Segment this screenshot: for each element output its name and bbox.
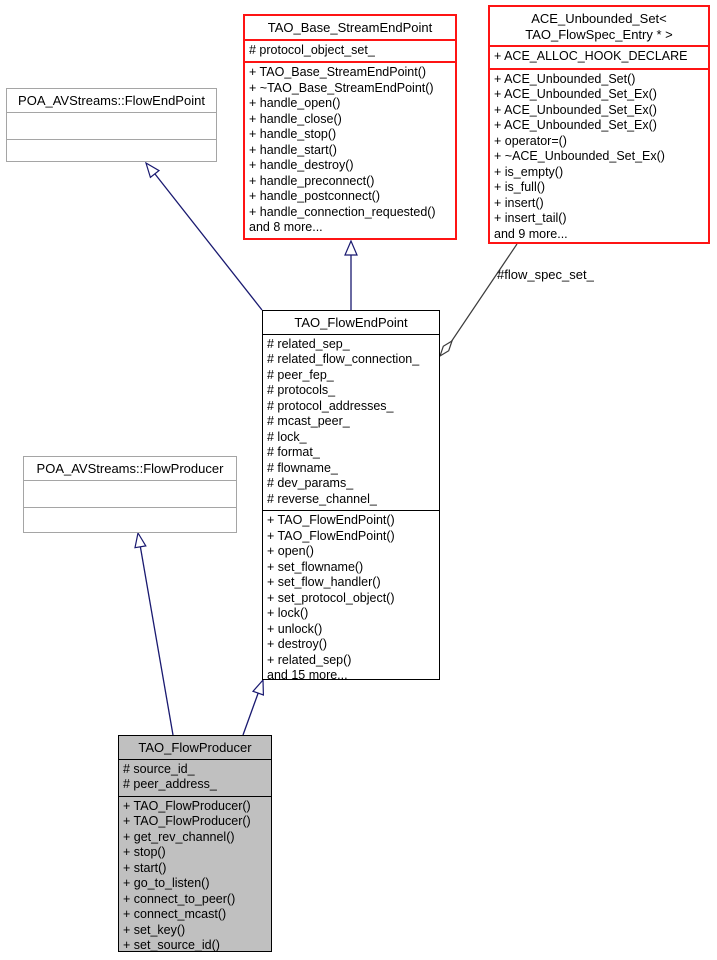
member-row: + connect_to_peer() [123, 891, 236, 906]
member-row: # dev_params_ [267, 476, 354, 490]
member-row: + set_protocol_object() [267, 590, 395, 605]
member-row: + set_flow_handler() [267, 575, 381, 589]
member-row: + set_key() [123, 922, 186, 937]
member-row: + set_flowname() [267, 559, 364, 574]
member-row: + handle_postconnect() [249, 189, 380, 203]
class-title: ACE_Unbounded_Set< TAO_FlowSpec_Entry * … [525, 11, 673, 42]
class-title: TAO_Base_StreamEndPoint [267, 20, 433, 35]
member-row: + TAO_FlowProducer() [123, 798, 251, 813]
methods-section: + TAO_Base_StreamEndPoint()+ ~TAO_Base_S… [245, 61, 455, 238]
member-row: # protocols_ [267, 383, 336, 397]
member-row: + handle_destroy() [249, 158, 354, 172]
member-row: + go_to_listen() [123, 876, 210, 890]
attributes-section: # source_id_# peer_address_ [119, 758, 271, 796]
member-row: + ACE_Unbounded_Set() [494, 71, 636, 86]
member-row: + handle_connection_requested() [249, 204, 436, 219]
member-row: + operator=() [494, 133, 567, 148]
member-row: + TAO_Base_StreamEndPoint() [249, 65, 427, 79]
methods-section: + TAO_FlowProducer()+ TAO_FlowProducer()… [119, 795, 271, 952]
empty-attributes-section [24, 479, 236, 507]
member-row: and 9 more... [494, 226, 568, 241]
member-row: + lock() [267, 606, 309, 620]
class-node-tao-flowendpoint[interactable]: TAO_FlowEndPoint # related_sep_# related… [262, 310, 440, 680]
member-row: # peer_address_ [123, 777, 217, 791]
member-row: # flowname_ [267, 460, 338, 475]
member-row: # format_ [267, 445, 320, 459]
attributes-section: # related_sep_# related_flow_connection_… [263, 333, 439, 511]
class-node-ace-unbounded-set[interactable]: ACE_Unbounded_Set< TAO_FlowSpec_Entry * … [488, 5, 710, 244]
member-row: + is_empty() [494, 164, 564, 179]
empty-attributes-section [7, 111, 216, 139]
class-title: POA_AVStreams::FlowEndPoint [18, 93, 205, 108]
class-node-poa-avstreams-flowendpoint[interactable]: POA_AVStreams::FlowEndPoint [6, 88, 217, 162]
member-row: # protocol_object_set_ [249, 42, 375, 57]
member-row: + TAO_FlowEndPoint() [267, 528, 395, 543]
member-row: # related_flow_connection_ [267, 352, 420, 366]
inheritance-arrow-flowproducer-to-poa-flowproducer [134, 531, 174, 736]
member-row: # reverse_channel_ [267, 491, 377, 506]
member-row: # protocol_addresses_ [267, 398, 394, 413]
member-row: + ACE_Unbounded_Set_Ex() [494, 87, 657, 101]
member-row: + insert() [494, 195, 544, 210]
member-row: and 15 more... [267, 668, 348, 680]
member-row: + handle_open() [249, 96, 341, 110]
class-node-tao-base-streamendpoint[interactable]: TAO_Base_StreamEndPoint # protocol_objec… [243, 14, 457, 240]
member-row: + ACE_Unbounded_Set_Ex() [494, 118, 657, 132]
empty-methods-section [7, 138, 216, 162]
member-row: + ~TAO_Base_StreamEndPoint() [249, 80, 434, 95]
member-row: # related_sep_ [267, 336, 350, 351]
attributes-section: + ACE_ALLOC_HOOK_DECLARE [490, 45, 708, 68]
member-row: + stop() [123, 845, 166, 859]
edge-label-flow-spec-set: #flow_spec_set_ [497, 267, 594, 282]
usage-arrow-flow-spec-set [438, 243, 518, 358]
member-row: + handle_stop() [249, 127, 337, 141]
member-row: + connect_mcast() [123, 907, 227, 921]
member-row: + handle_close() [249, 111, 342, 126]
member-row: + handle_start() [249, 142, 337, 157]
empty-methods-section [24, 506, 236, 533]
class-title: TAO_FlowEndPoint [294, 315, 408, 330]
methods-section: + TAO_FlowEndPoint()+ TAO_FlowEndPoint()… [263, 510, 439, 680]
member-row: + is_full() [494, 180, 546, 194]
member-row: + ACE_ALLOC_HOOK_DECLARE [494, 49, 688, 63]
inheritance-arrow-flowproducer-to-flowendpoint [242, 678, 265, 736]
attributes-section: # protocol_object_set_ [245, 38, 455, 62]
member-row: + destroy() [267, 637, 328, 651]
inheritance-arrow-flowendpoint-to-base-streamendpoint [344, 239, 358, 310]
member-row: + TAO_FlowEndPoint() [267, 513, 395, 527]
member-row: + related_sep() [267, 652, 352, 667]
member-row: + open() [267, 544, 314, 558]
member-row: + start() [123, 860, 167, 875]
member-row: + get_rev_channel() [123, 829, 235, 844]
methods-section: + ACE_Unbounded_Set()+ ACE_Unbounded_Set… [490, 67, 708, 243]
member-row: + ACE_Unbounded_Set_Ex() [494, 102, 657, 117]
class-node-tao-flowproducer: TAO_FlowProducer # source_id_# peer_addr… [118, 735, 272, 952]
member-row: + ~ACE_Unbounded_Set_Ex() [494, 149, 665, 163]
member-row: # lock_ [267, 429, 307, 444]
member-row: + unlock() [267, 621, 323, 636]
member-row: + handle_preconnect() [249, 173, 375, 188]
class-node-poa-avstreams-flowproducer[interactable]: POA_AVStreams::FlowProducer [23, 456, 237, 533]
class-title: POA_AVStreams::FlowProducer [36, 461, 224, 476]
member-row: and 8 more... [249, 220, 323, 234]
member-row: # peer_fep_ [267, 367, 334, 382]
member-row: + TAO_FlowProducer() [123, 814, 251, 828]
member-row: + insert_tail() [494, 211, 567, 225]
member-row: + set_source_id() [123, 938, 220, 952]
class-title: TAO_FlowProducer [138, 740, 252, 755]
member-row: # source_id_ [123, 761, 195, 776]
member-row: # mcast_peer_ [267, 414, 350, 428]
